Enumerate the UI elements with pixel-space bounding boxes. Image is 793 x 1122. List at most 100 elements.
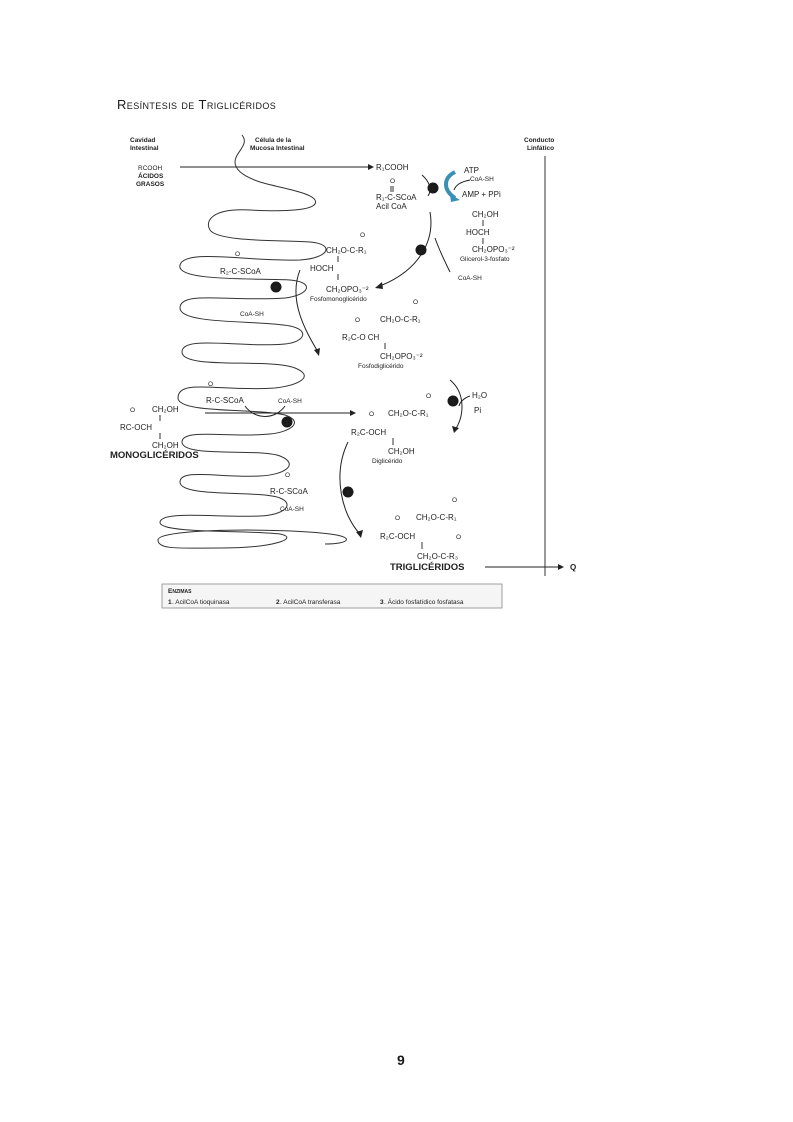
mg-c2: RC-OCH xyxy=(120,423,152,432)
enzyme-3: . Ácido fosfatídico fosfatasa xyxy=(384,597,464,606)
page-number: 9 xyxy=(397,1052,405,1068)
enzyme-2: . AcilCoA transferasa xyxy=(280,599,341,606)
coash-out-arrow-1 xyxy=(434,237,451,273)
racyl-coash: CoA-SH xyxy=(278,398,302,405)
r2acyl-coash: CoA-SH xyxy=(240,311,264,318)
monoglyceride-transfer-arrowhead xyxy=(350,410,356,416)
mg-name: MONOGLICÉRIDOS xyxy=(110,450,199,461)
dephosphorylation-arrowhead xyxy=(452,426,459,433)
badge-2c xyxy=(281,416,293,428)
pdg-c3: CH₂OPO₃⁻² xyxy=(380,352,423,361)
tg-o2: O xyxy=(395,515,400,522)
tg-c3: CH₂O-C-R₃ xyxy=(417,552,458,561)
tg-c2: R₂C-OCH xyxy=(380,532,415,541)
enzyme-3-num: 3 xyxy=(380,599,384,606)
dephosphorylation-arrow xyxy=(449,379,463,431)
mucosa-membrane xyxy=(157,134,347,549)
mg-c3: CH₂OH xyxy=(152,441,179,450)
badge-3-text: 3 xyxy=(451,399,455,406)
tg-name: TRIGLICÉRIDOS xyxy=(390,562,464,573)
badge-2d-text: 2 xyxy=(346,490,350,497)
mg-c1: CH₂OH xyxy=(152,405,179,414)
acyl-transfer-arrow-2 xyxy=(295,269,319,353)
pi-label: Pi xyxy=(474,406,481,415)
tg-c1: CH₂O-C-R₁ xyxy=(416,513,457,522)
export-arrowhead xyxy=(558,564,564,570)
badge-2b xyxy=(270,281,282,293)
atp-arrowhead xyxy=(450,194,460,202)
pdg-o1: O xyxy=(413,299,418,306)
pdg-c2: R₂C-O CH xyxy=(342,333,380,342)
acyl-transfer-arrowhead-2 xyxy=(314,348,320,356)
badge-2d xyxy=(342,486,354,498)
badge-1-text: 1 xyxy=(431,186,435,193)
enzyme-1-num: 1 xyxy=(168,599,172,606)
enzyme-legend-box xyxy=(161,583,503,609)
pmg-c2: HOCH xyxy=(310,264,334,273)
header-duct-line2: Linfático xyxy=(527,145,554,152)
pmg-c3: CH₂OPO₃⁻² xyxy=(326,285,369,294)
header-cell-line1: Célula de la xyxy=(255,137,292,144)
pdg-c1: CH₂O-C-R₁ xyxy=(380,315,421,324)
badge-2a-text: 2 xyxy=(419,248,423,255)
racyl-o: O xyxy=(208,381,213,388)
pmg-name: Fosfomonoglicérido xyxy=(310,296,367,303)
final-transfer-arrowhead xyxy=(356,530,363,538)
acylcoa-name: Acil CoA xyxy=(376,202,407,211)
header-cavity-line1: Cavidad xyxy=(130,137,155,144)
badge-2b-text: 2 xyxy=(274,285,278,292)
dg-o2: O xyxy=(369,411,374,418)
uptake-arrowhead xyxy=(368,164,374,170)
enzyme-1: . AcilCoA tioquinasa xyxy=(172,599,230,606)
atp-label: ATP xyxy=(464,166,479,175)
header-cell-line2: Mucosa Intestinal xyxy=(250,145,305,152)
amp-label: AMP + PPi xyxy=(462,190,501,199)
enzyme-legend-title: Enzimas xyxy=(168,588,192,595)
racyl-b-coash: CoA-SH xyxy=(280,506,304,513)
coash-step1-label: CoA-SH xyxy=(470,176,494,183)
mg-o: O xyxy=(130,407,135,414)
atp-curved-arrow xyxy=(444,170,457,200)
enzyme-2-num: 2 xyxy=(276,599,280,606)
fatty-acids-line2: GRASOS xyxy=(136,181,165,188)
coash-in-arrow xyxy=(453,179,471,191)
acylcoa-formula: R₁-C-SCoA xyxy=(376,193,417,202)
pdg-name: Fosfodiglicérido xyxy=(358,363,404,370)
step1-down-arrow xyxy=(421,174,431,197)
header-cavity-line2: Intestinal xyxy=(130,145,159,152)
pdg-o2: O xyxy=(355,317,360,324)
badge-2c-text: 2 xyxy=(285,420,289,427)
acylcoa-o: O xyxy=(390,178,395,185)
q-label: Q xyxy=(570,563,576,572)
h2o-label: H₂O xyxy=(472,391,487,400)
section-heading: Resíntesis de Triglicéridos xyxy=(117,97,277,112)
dg-c3: CH₂OH xyxy=(388,447,415,456)
badge-3 xyxy=(447,395,459,407)
pmg-c1: CH₂O-C-R₁ xyxy=(326,246,367,255)
r2acyl-o: O xyxy=(235,251,240,258)
dg-name: Diglicérido xyxy=(372,458,403,465)
g3p-c3: CH₂OPO₃⁻² xyxy=(472,245,515,254)
h2o-in-arrow xyxy=(458,395,471,407)
fatty-acids-line1: ÁCIDOS xyxy=(138,171,164,180)
dg-c1: CH₂O-C-R₁ xyxy=(388,409,429,418)
tg-o3: O xyxy=(456,534,461,541)
racyl-cycle-arrow xyxy=(244,405,286,417)
g3p-name: Glicerol-3-fosfato xyxy=(460,256,510,263)
racyl-b-formula: R-C-SCoA xyxy=(270,487,308,496)
r1cooh-label: R₁COOH xyxy=(376,163,409,172)
g3p-c2: HOCH xyxy=(466,228,490,237)
dg-o1: O xyxy=(426,393,431,400)
header-duct-line1: Conducto xyxy=(524,137,554,144)
g3p-coash: CoA-SH xyxy=(458,275,482,282)
racyl-formula: R-C-SCoA xyxy=(206,396,244,405)
racyl-b-o: O xyxy=(285,472,290,479)
dg-c2: R₂C-OCH xyxy=(351,428,386,437)
r2acyl-formula: R₂-C-SCoA xyxy=(220,267,262,276)
tg-o1: O xyxy=(452,497,457,504)
triglyceride-resynthesis-diagram: Cavidad Intestinal Célula de la Mucosa I… xyxy=(110,134,576,609)
acyl-transfer-arrowhead-1 xyxy=(375,282,383,289)
final-transfer-arrow xyxy=(339,441,361,535)
pmg-o: O xyxy=(360,232,365,239)
g3p-c1: CH₂OH xyxy=(472,210,499,219)
